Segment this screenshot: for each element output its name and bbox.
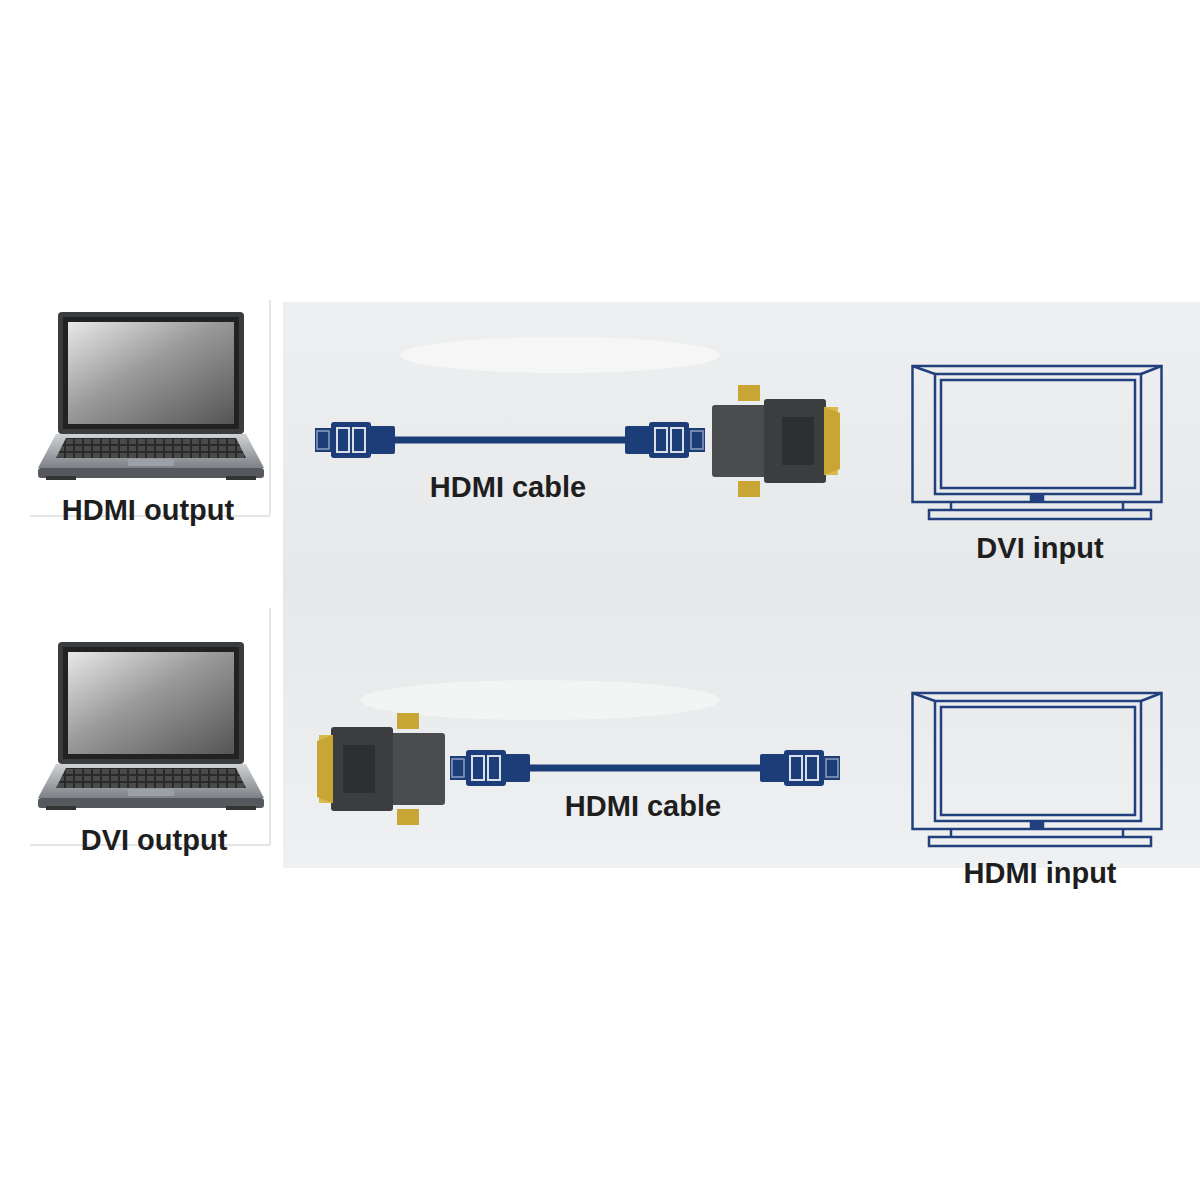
device-label: HDMI output [62, 495, 234, 527]
cable-label: HDMI cable [430, 472, 586, 504]
cable-label: HDMI cable [565, 791, 721, 823]
device-label: DVI output [81, 825, 228, 857]
device-label: DVI input [976, 533, 1103, 565]
display: HDMI input [905, 688, 1175, 898]
display: DVI input [905, 360, 1175, 570]
device-label: HDMI input [963, 858, 1116, 890]
laptop: DVI output [30, 635, 270, 870]
laptop: HDMI output [30, 305, 270, 540]
